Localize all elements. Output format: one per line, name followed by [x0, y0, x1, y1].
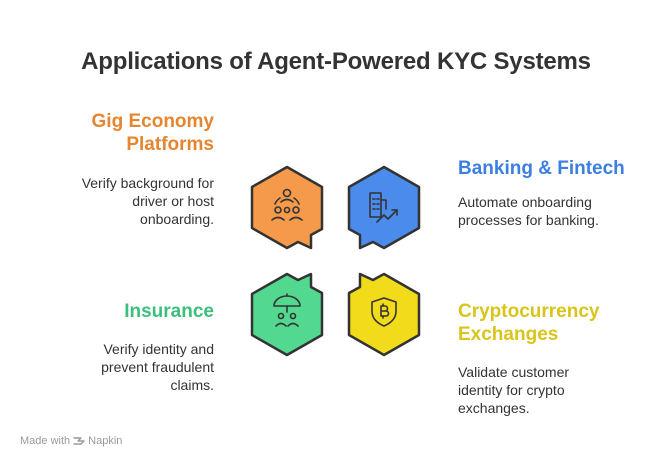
napkin-logo-icon: [73, 437, 85, 445]
footer-made-with: Made with: [20, 435, 71, 447]
desc-gig-economy: Verify background for driver or host onb…: [81, 175, 214, 227]
desc-banking-fintech: Automate onboarding processes for bankin…: [458, 194, 599, 228]
bitcoin-shield-icon: [371, 297, 397, 327]
desc-insurance: Verify identity and prevent fraudulent c…: [101, 341, 214, 393]
hex-cryptocurrency-exchanges: [347, 272, 421, 357]
heading-cryptocurrency-exchanges: Cryptocurrency Exchanges: [458, 301, 600, 345]
umbrella-people-icon: [273, 293, 301, 327]
hex-insurance: [250, 272, 324, 357]
heading-gig-economy: Gig Economy Platforms: [91, 111, 214, 155]
hex-banking-fintech: [347, 165, 421, 250]
people-gear-icon: [271, 188, 303, 221]
hex-gig-economy: [250, 165, 324, 250]
heading-insurance: Insurance: [124, 301, 214, 322]
bank-growth-icon: [369, 192, 398, 223]
desc-cryptocurrency-exchanges: Validate customer identity for crypto ex…: [458, 364, 570, 416]
page-title: Applications of Agent-Powered KYC System…: [81, 48, 591, 75]
footer: Made with Napkin: [20, 435, 122, 447]
footer-brand: Napkin: [88, 435, 123, 447]
heading-banking-fintech: Banking & Fintech: [458, 158, 625, 179]
